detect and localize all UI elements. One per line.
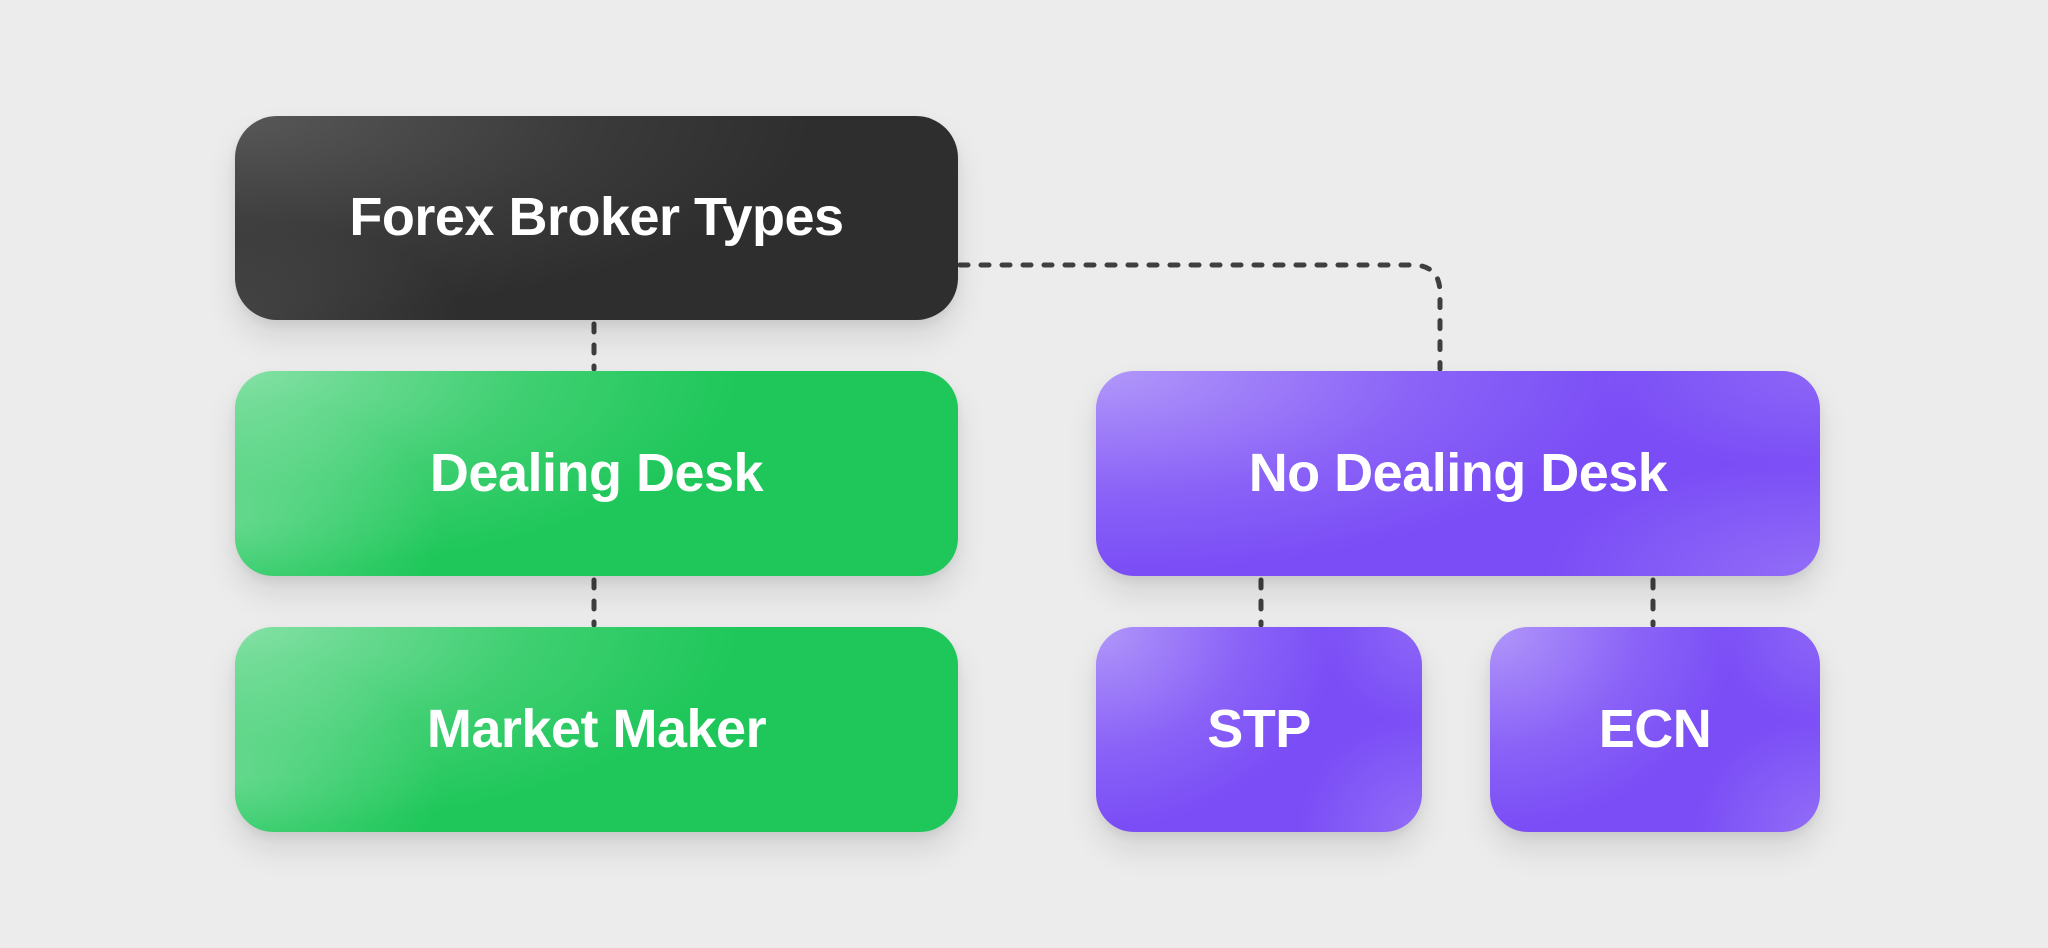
- node-market-maker: Market Maker: [235, 627, 958, 832]
- node-stp: STP: [1096, 627, 1422, 832]
- connector-root-to-no-dealing-desk: [957, 262, 1443, 372]
- node-ecn-label: ECN: [1598, 698, 1712, 759]
- node-market-maker-label: Market Maker: [426, 698, 767, 759]
- node-no-dealing-desk: No Dealing Desk: [1096, 371, 1820, 576]
- node-ecn: ECN: [1490, 627, 1820, 832]
- node-no-dealing-desk-label: No Dealing Desk: [1248, 442, 1668, 503]
- node-stp-label: STP: [1207, 698, 1311, 759]
- node-forex-broker-types: Forex Broker Types: [235, 116, 958, 320]
- node-forex-broker-types-label: Forex Broker Types: [349, 187, 844, 248]
- node-dealing-desk: Dealing Desk: [235, 371, 958, 576]
- node-dealing-desk-label: Dealing Desk: [429, 442, 764, 503]
